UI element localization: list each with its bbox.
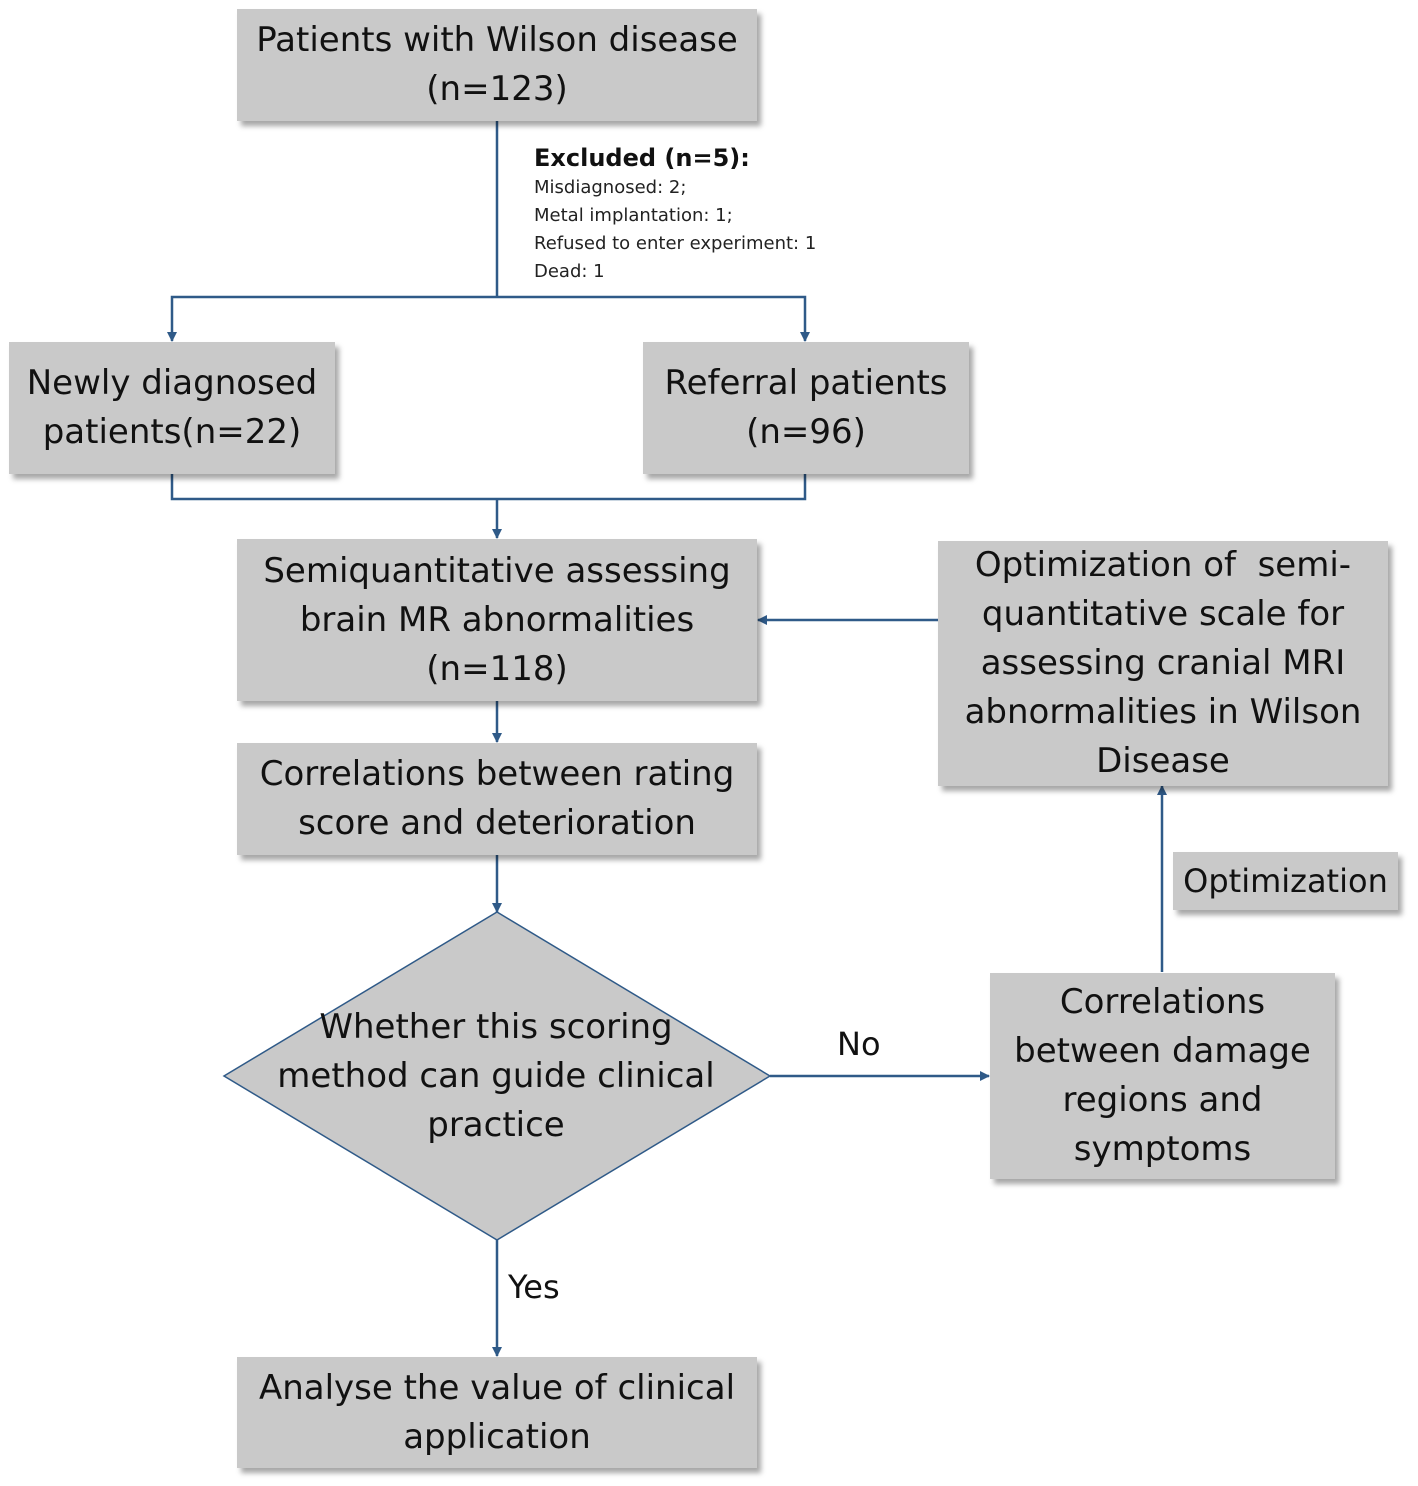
edge-label-no: No [837, 1025, 881, 1063]
correlations-damage-box: Correlations between damage regions and … [990, 973, 1335, 1179]
patients-box: Patients with Wilson disease (n=123) [237, 9, 757, 121]
opt-line-5: Disease [1096, 741, 1230, 781]
connector-newly-merge [170, 474, 807, 501]
excluded-note: Excluded (n=5): Misdiagnosed: 2; Metal i… [534, 142, 816, 286]
corr-damage-line-1: Correlations [1059, 982, 1266, 1022]
decision-text: Whether this scoring method can guide cl… [266, 1003, 726, 1150]
optimization-label: Optimization [1183, 862, 1388, 900]
newly-line-1: Newly diagnosed [26, 363, 318, 403]
correlations-rating-box: Correlations between rating score and de… [237, 743, 757, 855]
opt-line-4: abnormalities in Wilson [964, 692, 1362, 732]
analyse-box: Analyse the value of clinical applicatio… [237, 1357, 757, 1468]
semi-line-1: Semiquantitative assessing [263, 550, 731, 591]
newly-diagnosed-box: Newly diagnosed patients(n=22) [9, 342, 335, 474]
optimization-scale-box: Optimization of semi- quantitative scale… [938, 541, 1388, 786]
excluded-heading: Excluded (n=5): [534, 144, 750, 172]
corr-rating-line-2: score and deterioration [298, 803, 696, 843]
optimization-label-box: Optimization [1173, 852, 1398, 910]
decision-diamond [222, 911, 772, 1241]
semi-line-3: (n=118) [426, 648, 568, 689]
corr-damage-line-2: between damage [1014, 1031, 1311, 1071]
referral-line-2: (n=96) [746, 412, 866, 452]
analyse-line-1: Analyse the value of clinical [258, 1367, 736, 1408]
edge-label-yes: Yes [508, 1268, 560, 1306]
semi-line-2: brain MR abnormalities [299, 599, 695, 640]
patients-line-1: Patients with Wilson disease [256, 20, 738, 60]
arrow-to-referral [497, 295, 810, 342]
opt-line-2: quantitative scale for [981, 594, 1345, 634]
analyse-line-2: application [403, 1416, 591, 1457]
decision-line-3: practice [427, 1105, 565, 1145]
decision-line-1: Whether this scoring [319, 1007, 673, 1047]
excluded-item: Misdiagnosed: 2; [534, 177, 687, 198]
arrow-to-newly [167, 295, 497, 342]
corr-rating-line-1: Correlations between rating [259, 754, 735, 794]
newly-line-2: patients(n=22) [42, 412, 302, 452]
corr-damage-line-3: regions and [1062, 1080, 1263, 1120]
semiquantitative-box: Semiquantitative assessing brain MR abno… [237, 539, 757, 701]
excluded-item: Metal implantation: 1; [534, 205, 733, 226]
excluded-item: Dead: 1 [534, 261, 605, 282]
excluded-item: Refused to enter experiment: 1 [534, 233, 817, 254]
corr-damage-line-4: symptoms [1073, 1129, 1252, 1169]
patients-line-2: (n=123) [426, 69, 568, 109]
opt-line-3: assessing cranial MRI [980, 643, 1346, 683]
referral-box: Referral patients (n=96) [643, 342, 969, 474]
opt-line-1: Optimization of semi- [974, 545, 1352, 585]
referral-line-1: Referral patients [664, 363, 948, 403]
decision-line-2: method can guide clinical [277, 1056, 715, 1096]
